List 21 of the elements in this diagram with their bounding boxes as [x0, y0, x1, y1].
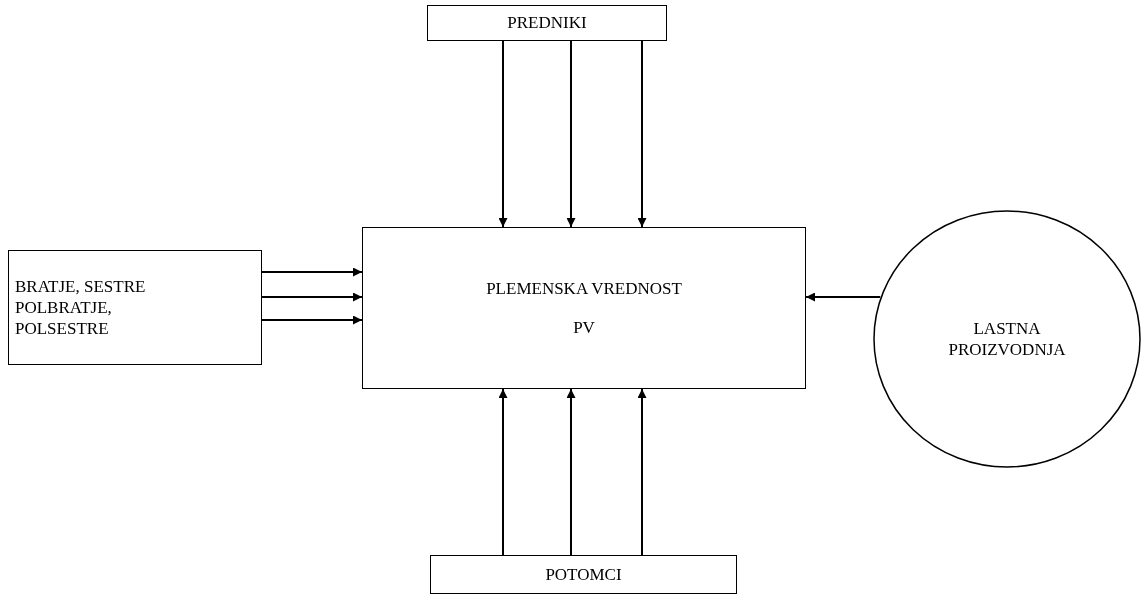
arrow [498, 40, 508, 228]
arrow [498, 388, 508, 556]
arrow [566, 40, 576, 228]
node-label: LASTNA PROIZVODNJA [947, 317, 1067, 361]
ellipse-node [873, 210, 1141, 468]
node-label: PV [573, 317, 595, 339]
node-label: POTOMCI [545, 563, 622, 586]
arrow [637, 40, 647, 228]
node-label: BRATJE, SESTRE POLBRATJE, POLSESTRE [15, 275, 147, 340]
arrow [566, 388, 576, 556]
arrow [805, 292, 882, 302]
process-box [362, 227, 806, 389]
arrow [261, 315, 363, 325]
node-label: PREDNIKI [507, 12, 587, 34]
arrow [637, 388, 647, 556]
process-box [427, 5, 667, 41]
process-box [430, 555, 737, 594]
arrow [261, 292, 363, 302]
arrow [261, 267, 363, 277]
node-label: PLEMENSKA VREDNOST [486, 277, 682, 299]
process-box [8, 250, 262, 365]
